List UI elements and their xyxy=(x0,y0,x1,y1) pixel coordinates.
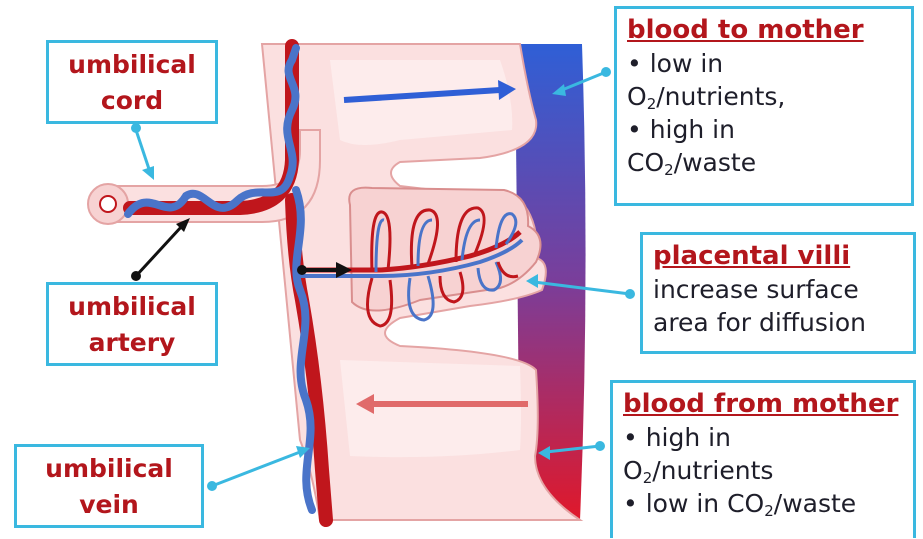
co2-subscript: 2 xyxy=(764,502,774,520)
blood-to-mother-line1-text: low in xyxy=(650,49,723,78)
bullet: • xyxy=(623,489,638,518)
umbilical-vein-label: umbilical vein xyxy=(14,444,204,528)
blood-to-mother-line4: CO2/waste xyxy=(627,146,901,179)
placental-villi-title: placental villi xyxy=(653,239,903,273)
umbilical-artery-label-line1: umbilical xyxy=(49,289,215,325)
blood-from-mother-line2: O2/nutrients xyxy=(623,454,903,487)
umbilical-artery-label-line2: artery xyxy=(49,325,215,361)
blood-to-mother-line3: • high in xyxy=(627,113,901,146)
blood-from-mother-box: blood from mother • high in O2/nutrients… xyxy=(610,380,916,538)
nutrients-text: /nutrients, xyxy=(656,82,785,111)
cord-lumen xyxy=(100,196,116,212)
co2-text: low in CO xyxy=(646,489,765,518)
umbilical-cord-label-line1: umbilical xyxy=(49,47,215,83)
waste-text: /waste xyxy=(774,489,856,518)
blood-to-mother-line1: • low in xyxy=(627,47,901,80)
umbilical-cord-label: umbilical cord xyxy=(46,40,218,124)
placental-villi-box: placental villi increase surface area fo… xyxy=(640,232,916,354)
o2-subscript: 2 xyxy=(647,95,657,113)
umbilical-artery-arrow xyxy=(131,218,190,281)
blood-to-mother-box: blood to mother • low in O2/nutrients, •… xyxy=(614,6,914,206)
umbilical-artery-label: umbilical artery xyxy=(46,282,218,366)
blood-to-mother-line3-text: high in xyxy=(650,115,735,144)
placental-villi-line1: increase surface xyxy=(653,273,903,306)
co2-subscript: 2 xyxy=(664,161,674,179)
blood-from-mother-line3: • low in CO2/waste xyxy=(623,487,903,520)
blood-from-mother-line1-text: high in xyxy=(646,423,731,452)
bullet: • xyxy=(623,423,638,452)
o2-text: O xyxy=(627,82,647,111)
co2-text: CO xyxy=(627,148,664,177)
o2-text: O xyxy=(623,456,643,485)
nutrients-text: /nutrients xyxy=(652,456,773,485)
blood-to-mother-line2: O2/nutrients, xyxy=(627,80,901,113)
blood-from-mother-title: blood from mother xyxy=(623,387,903,421)
blood-to-mother-title: blood to mother xyxy=(627,13,901,47)
o2-subscript: 2 xyxy=(643,469,653,487)
bullet: • xyxy=(627,115,642,144)
umbilical-cord-label-line2: cord xyxy=(49,83,215,119)
umbilical-vein-label-line1: umbilical xyxy=(17,451,201,487)
blood-from-mother-line1: • high in xyxy=(623,421,903,454)
waste-text: /waste xyxy=(674,148,756,177)
bullet: • xyxy=(627,49,642,78)
placental-villi-line2: area for diffusion xyxy=(653,306,903,339)
umbilical-vein-label-line2: vein xyxy=(17,487,201,523)
cord-pointer xyxy=(131,123,154,180)
vein-pointer xyxy=(207,446,310,491)
